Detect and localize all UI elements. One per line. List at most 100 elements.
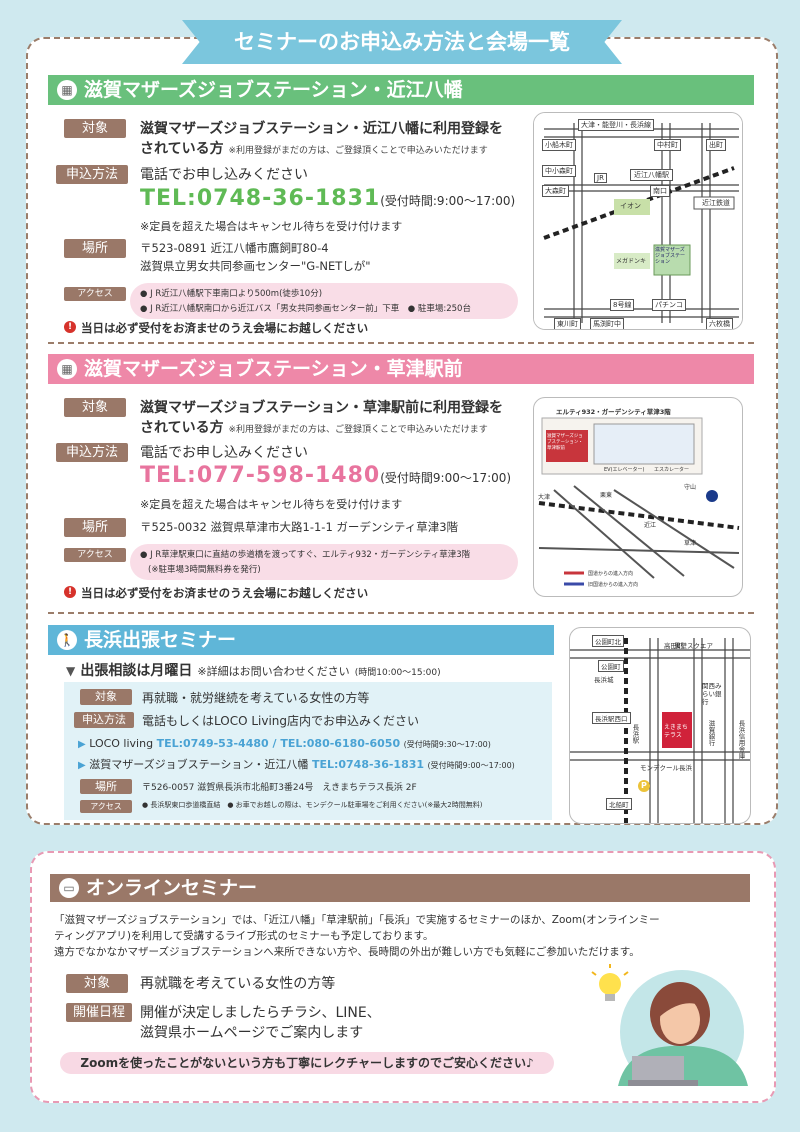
omi-heading-text: 滋賀マザーズジョブステーション・近江八幡 — [84, 79, 463, 101]
omi-target-a: 滋賀マザーズジョブステーション・近江八幡に利用登録を — [140, 121, 504, 137]
kusatsu-target-label: 対象 — [64, 398, 126, 417]
kusatsu-tel-line: TEL:077-598-1480(受付時間9:00〜17:00) — [140, 463, 511, 488]
mjs-hours: (受付時間9:00〜17:00) — [427, 761, 515, 770]
online-schedule-b: 滋賀県ホームページでご案内します — [140, 1025, 364, 1041]
nagahama-sub-note: ※詳細はお問い合わせください — [197, 665, 350, 678]
online-schedule-a: 開催が決定しましたらチラシ、LINE、 — [140, 1005, 381, 1021]
kusatsu-hours: (受付時間9:00〜17:00) — [380, 471, 512, 485]
building-icon: ▦ — [57, 80, 77, 100]
map3-label: 滋賀銀行 — [707, 720, 715, 746]
kusatsu-access-bg — [130, 544, 518, 580]
map3-label: 黒壁スクエア — [674, 642, 713, 650]
map2-label: 守山 — [684, 484, 697, 491]
kusatsu-cancel: ※定員を超えた場合はキャンセル待ちを受け付けます — [140, 498, 403, 511]
map1-label: 出町 — [706, 139, 726, 151]
omi-target-note: ※利用登録がまだの方は、ご登録頂くことで申込みいただけます — [228, 146, 488, 156]
map3-label: 公園町北 — [592, 635, 624, 647]
loco-tel[interactable]: TEL:0749-53-4480 / TEL:080-6180-6050 — [156, 737, 401, 750]
map1-label: 中村町 — [654, 139, 681, 151]
divider — [48, 342, 754, 344]
loco-name: LOCO living — [89, 737, 154, 750]
walking-person-icon: 🚶 — [57, 630, 77, 650]
map1-label: 8号線 — [610, 299, 635, 311]
omi-map: 大津・能登川・長浜線 小船木町 中村町 出町 中小森町 JR 近江八幡駅 大森町… — [533, 112, 743, 330]
map3-label: 長浜城 — [594, 676, 614, 684]
kusatsu-notice: 当日は必ず受付をお済ませのうえ会場にお越しください — [81, 586, 369, 600]
kusatsu-map: エルティ932・ガーデンシティ草津3階 滋賀マザーズジョブステーション・草津駅前… — [533, 397, 743, 597]
nagahama-sub-hours: (時間10:00〜15:00) — [354, 668, 441, 678]
map2-label: 旧国道からの進入方向 — [588, 582, 639, 588]
map1-label: JR — [594, 173, 607, 183]
kusatsu-access-label: アクセス — [64, 548, 126, 562]
lightbulb-icon — [591, 964, 629, 1001]
nagahama-mjs: ▶ 滋賀マザーズジョブステーション・近江八幡 TEL:0748-36-1831 … — [78, 756, 515, 772]
nagahama-sub-text: 出張相談は月曜日 — [80, 663, 193, 679]
omi-tel-line: TEL:0748-36-1831(受付時間:9:00〜17:00) — [140, 186, 515, 211]
arrow-right-icon: ▶ — [78, 739, 86, 750]
omi-map-svg — [534, 113, 742, 329]
kusatsu-target-note: ※利用登録がまだの方は、ご登録頂くことで申込みいただけます — [228, 425, 488, 435]
map3-label: えきまちテラス — [664, 724, 688, 739]
divider — [48, 612, 754, 614]
nagahama-target: 再就職・就労継続を考えている女性の方等 — [142, 691, 370, 705]
map3-label: モンデクール長浜 — [640, 764, 692, 772]
omi-target-label: 対象 — [64, 119, 126, 138]
online-heading: ▭ オンラインセミナー — [50, 874, 750, 902]
kusatsu-map-svg — [538, 417, 740, 586]
map1-label: イオン — [620, 202, 641, 210]
online-p2: ティングアプリ)を利用して受講するライブ形式のセミナーも予定しております。 — [54, 930, 434, 942]
map2-label: 栗東 — [600, 492, 613, 499]
nagahama-access-label: アクセス — [80, 800, 132, 813]
map2-label: EV(エレベーター) — [604, 467, 645, 473]
kusatsu-access-a: ● J R草津駅東口に直結の歩道橋を渡ってすぐ、エルティ932・ガーデンシティ草… — [140, 550, 471, 560]
omi-apply-label: 申込方法 — [56, 165, 128, 184]
nagahama-loco: ▶ LOCO living TEL:0749-53-4480 / TEL:080… — [78, 737, 491, 750]
map2-label: エスカレーター — [654, 467, 690, 473]
kusatsu-target-a: 滋賀マザーズジョブステーション・草津駅前に利用登録を — [140, 400, 504, 416]
kusatsu-tel[interactable]: TEL:077-598-1480 — [140, 463, 381, 488]
kusatsu-heading-text: 滋賀マザーズジョブステーション・草津駅前 — [84, 358, 463, 380]
nagahama-target-label: 対象 — [80, 689, 132, 705]
triangle-down-icon: ▼ — [66, 664, 76, 678]
mjs-tel[interactable]: TEL:0748-36-1831 — [311, 758, 425, 771]
nagahama-map-svg — [570, 638, 750, 823]
omi-heading: ▦ 滋賀マザーズジョブステーション・近江八幡 — [48, 75, 754, 105]
omi-notice: 当日は必ず受付をお済ませのうえ会場にお越しください — [81, 321, 369, 335]
nagahama-apply-label: 申込方法 — [74, 712, 134, 728]
omi-access-bg — [130, 283, 518, 319]
nagahama-heading-text: 長浜出張セミナー — [84, 629, 237, 651]
map1-label: 馬渕町中 — [590, 318, 624, 329]
omi-place-a: 〒523-0891 近江八幡市鷹飼町80-4 — [140, 241, 329, 255]
map2-label: 滋賀マザーズジョブステーション・草津駅前 — [547, 434, 583, 451]
map3-label: 高田町 — [664, 642, 684, 650]
map3-label: 公園町 — [598, 660, 624, 672]
map1-label: 近江鉄道 — [702, 199, 730, 207]
map1-label: 近江八幡駅 — [630, 169, 673, 181]
online-schedule-label: 開催日程 — [66, 1003, 132, 1022]
woman-with-laptop-illustration — [591, 964, 748, 1086]
kusatsu-target-b: されている方 ※利用登録がまだの方は、ご登録頂くことで申込みいただけます — [140, 417, 488, 437]
map1-label: 大森町 — [542, 185, 569, 197]
omi-apply: 電話でお申し込みください — [140, 167, 308, 183]
nagahama-access: ● 長浜駅東口歩道橋直結 ● お車でお越しの際は、モンデクール駐車場をご利用くだ… — [142, 801, 483, 809]
map3-label: 長浜駅 — [631, 724, 639, 744]
map1-label: 中小森町 — [542, 165, 576, 177]
map1-label: メガドンキ — [616, 258, 647, 265]
online-heading-text: オンラインセミナー — [86, 877, 258, 899]
online-p1: 「滋賀マザーズジョブステーション」では、「近江八幡」「草津駅前」「長浜」で実施す… — [54, 914, 660, 926]
omi-target-b: されている方 ※利用登録がまだの方は、ご登録頂くことで申込みいただけます — [140, 138, 488, 158]
parking-icon: P — [641, 781, 647, 790]
omi-tel[interactable]: TEL:0748-36-1831 — [140, 186, 381, 211]
map3-label: 長浜信用金庫 — [737, 720, 745, 759]
loco-hours: (受付時間9:30〜17:00) — [403, 740, 491, 749]
map2-label: エルティ932・ガーデンシティ草津3階 — [556, 408, 671, 416]
online-target-label: 対象 — [66, 974, 128, 993]
zoom-note: Zoomを使ったことがないという方も丁寧にレクチャーしますのでご安心ください♪ — [60, 1052, 554, 1074]
nagahama-sub: ▼ 出張相談は月曜日 ※詳細はお問い合わせください (時間10:00〜15:00… — [66, 660, 441, 680]
nagahama-place: 〒526-0057 滋賀県長浜市北船町3番24号 えきまちテラス長浜 2F — [142, 783, 417, 793]
omi-access-b: ● J R近江八幡駅南口から近江バス「男女共同参画センター前」下車 ● 駐車場:… — [140, 304, 471, 314]
nagahama-box — [64, 682, 552, 820]
omi-hours: (受付時間:9:00〜17:00) — [380, 194, 516, 208]
map1-label: 南口 — [650, 185, 670, 197]
online-target: 再就職を考えている女性の方等 — [140, 976, 336, 992]
